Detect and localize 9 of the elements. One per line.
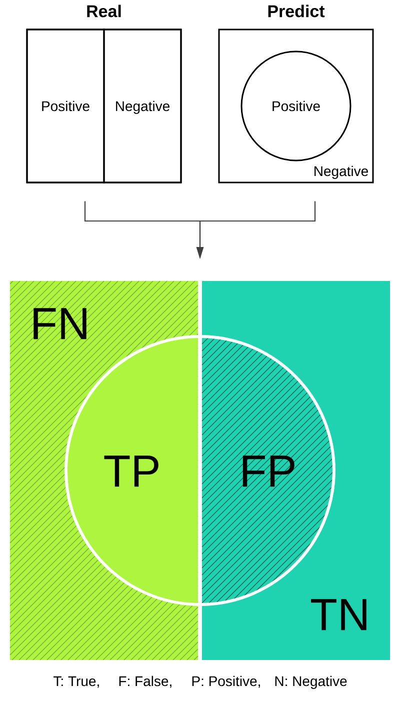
node-label: TP — [104, 456, 158, 487]
key-text: N: Negative — [275, 676, 347, 689]
cell: Negative — [103, 28, 182, 184]
key-text: T: True, — [54, 676, 99, 688]
cell: Positive — [26, 28, 105, 184]
key-text: P: Positive, — [192, 676, 260, 688]
box-title: Predict — [268, 4, 325, 18]
key-text: F: False, — [119, 676, 172, 688]
box-title: Real — [87, 4, 121, 18]
